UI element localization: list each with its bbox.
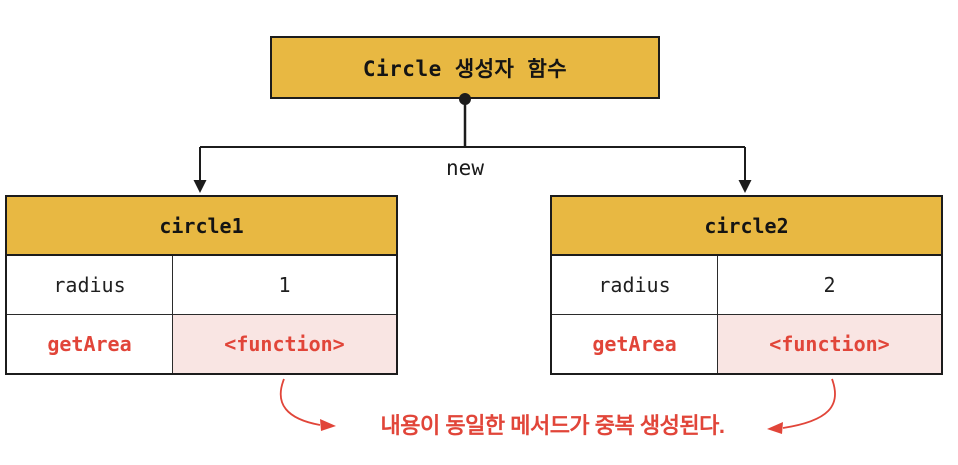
circle1-radius-value: 1 <box>172 256 396 314</box>
circle1-getarea-row: getArea <function> <box>7 314 396 373</box>
constructor-box: Circle 생성자 함수 <box>270 36 660 99</box>
circle1-radius-key: radius <box>7 256 172 314</box>
right-red-curve <box>782 378 836 429</box>
circle2-radius-row: radius 2 <box>552 256 941 314</box>
new-operator-label: new <box>446 156 484 180</box>
left-red-curve <box>279 378 321 426</box>
annotation-text: 내용이 동일한 메서드가 중복 생성된다. <box>380 413 725 438</box>
circle1-header: circle1 <box>7 197 396 256</box>
object-table-circle1: circle1 radius 1 getArea <function> <box>5 195 398 375</box>
circle2-header: circle2 <box>552 197 941 256</box>
right-red-arrowhead-icon <box>767 422 783 434</box>
constructor-box-label: Circle 생성자 함수 <box>362 56 568 81</box>
circle1-getarea-key: getArea <box>7 315 172 373</box>
right-arrowhead-icon <box>738 180 752 193</box>
circle2-radius-value: 2 <box>717 256 941 314</box>
circle2-getarea-value: <function> <box>717 315 941 373</box>
left-red-arrowhead-icon <box>320 419 336 431</box>
circle2-radius-key: radius <box>552 256 717 314</box>
left-arrowhead-icon <box>193 180 207 193</box>
circle2-getarea-key: getArea <box>552 315 717 373</box>
circle1-radius-row: radius 1 <box>7 256 396 314</box>
object-table-circle2: circle2 radius 2 getArea <function> <box>550 195 943 375</box>
circle1-getarea-value: <function> <box>172 315 396 373</box>
circle2-getarea-row: getArea <function> <box>552 314 941 373</box>
